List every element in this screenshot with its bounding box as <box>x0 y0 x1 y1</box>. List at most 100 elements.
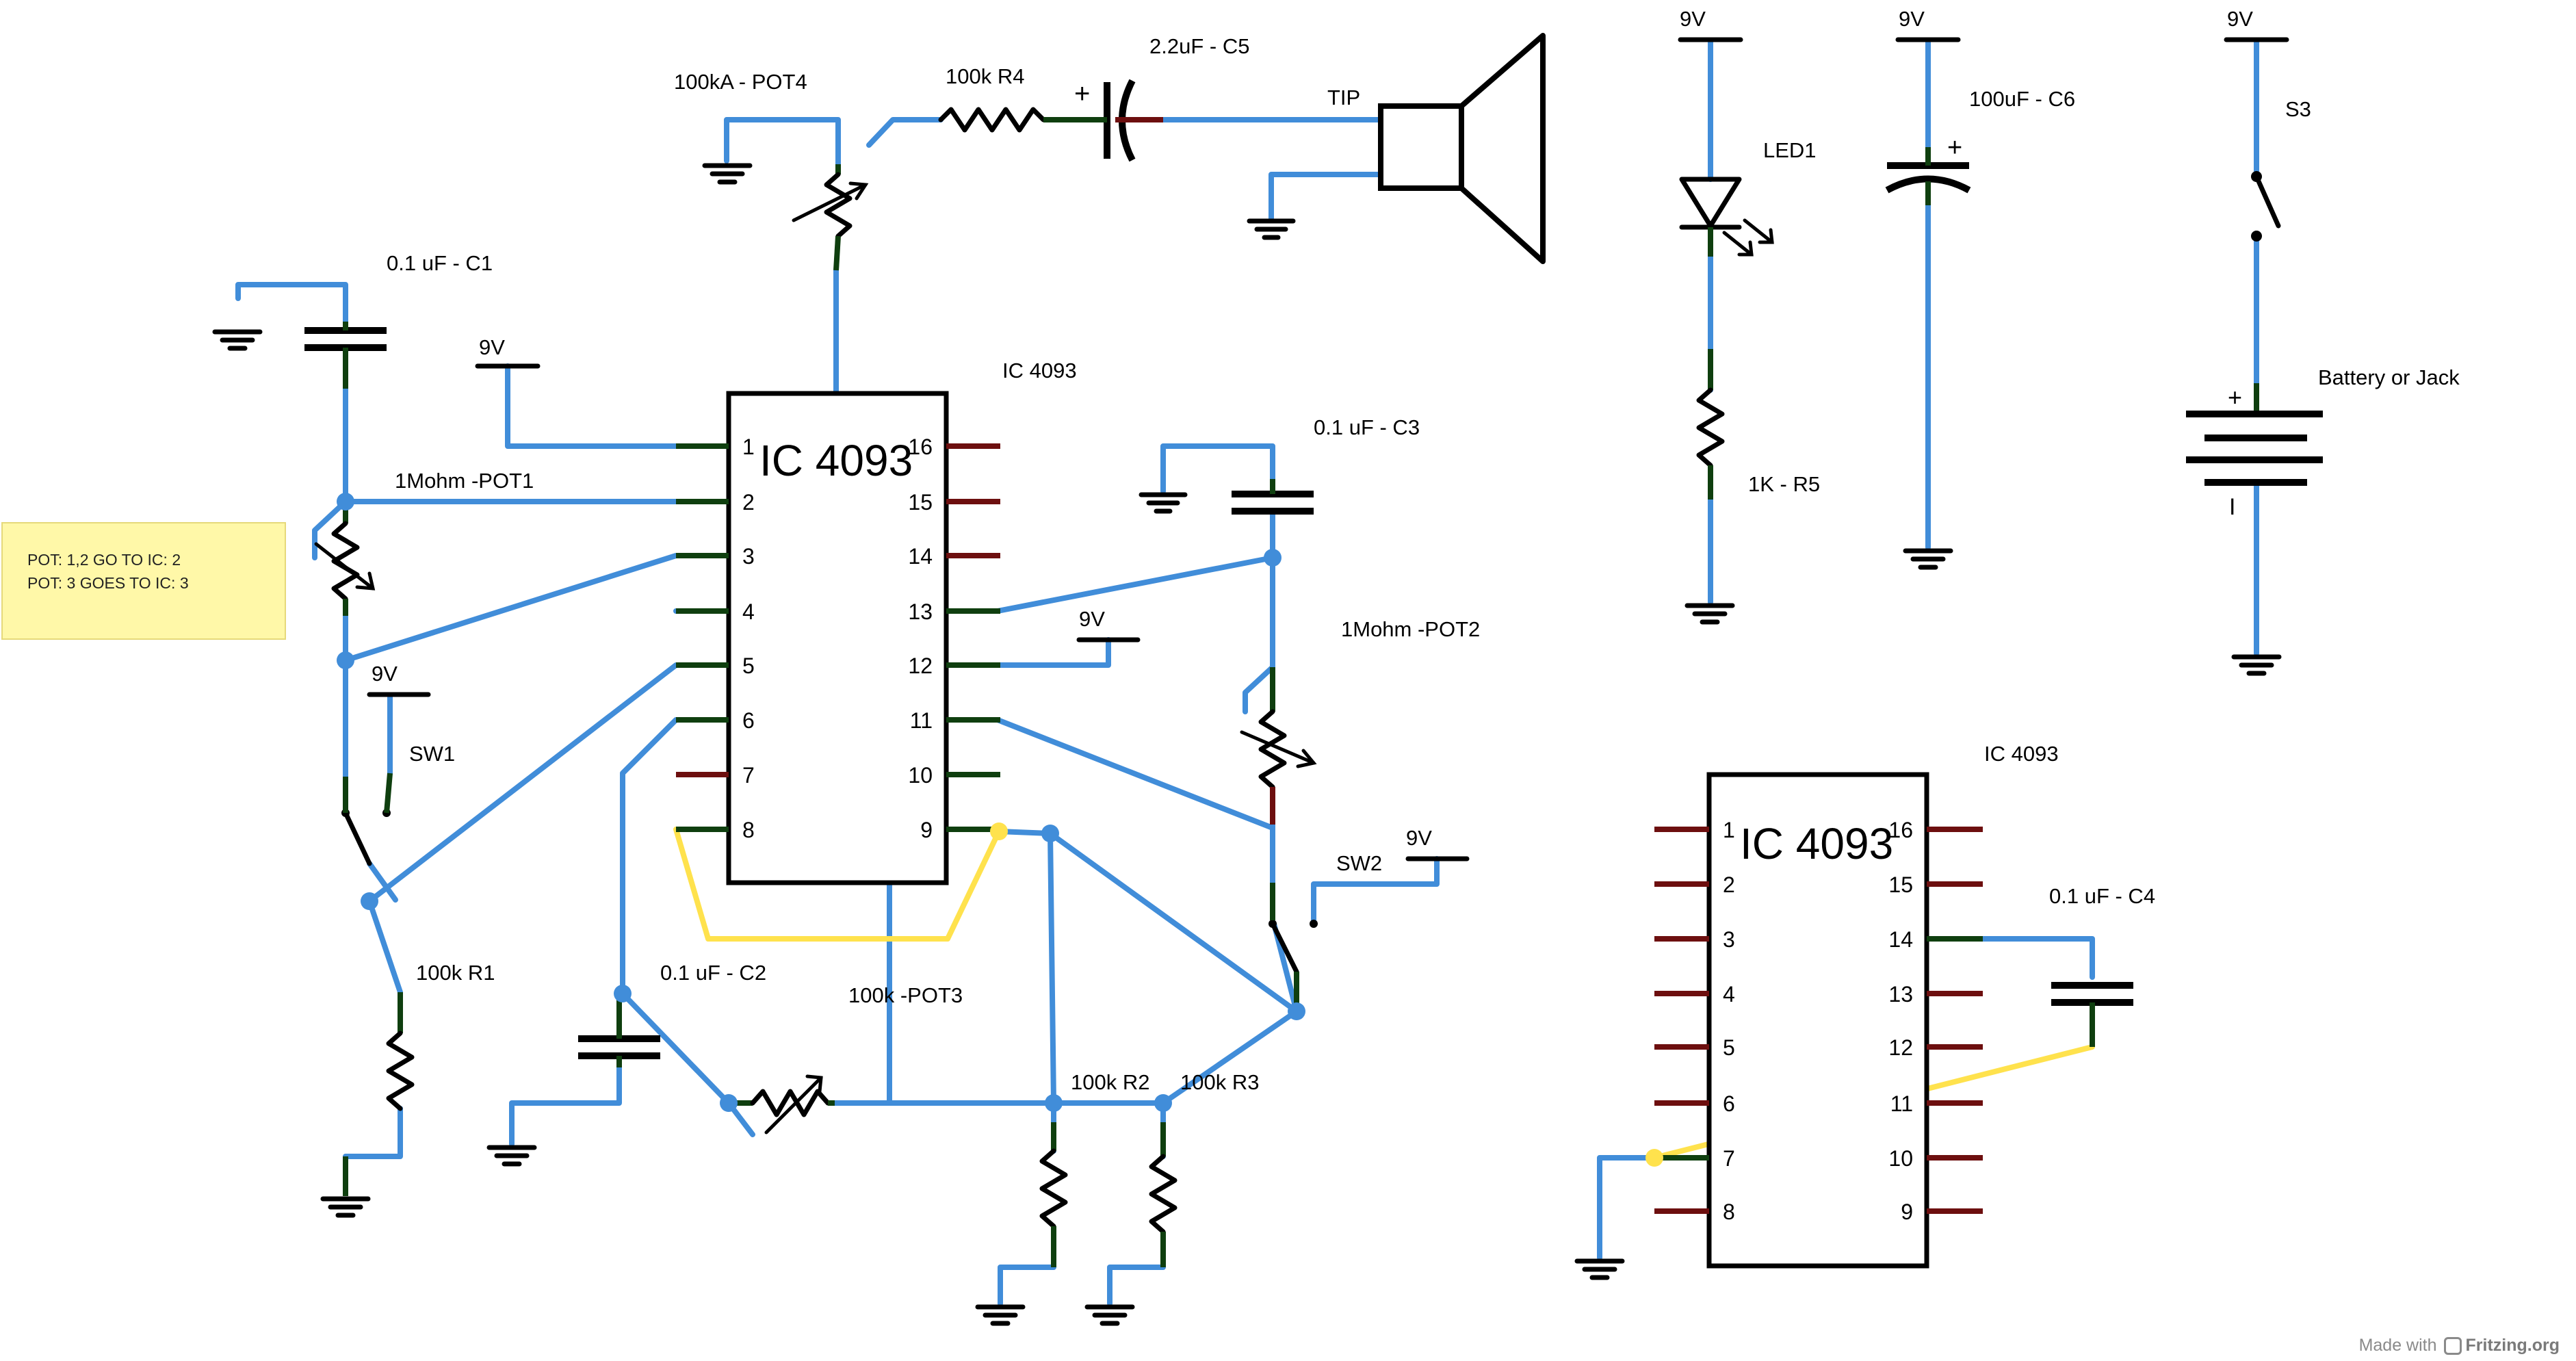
ic1-pin-15: 15 <box>908 490 933 515</box>
fritzing-credit: Made with Fritzing.org <box>2359 1336 2560 1356</box>
ic2-pin-6: 6 <box>1723 1091 1735 1116</box>
ic2-pin-10: 10 <box>1888 1146 1913 1171</box>
switch-sw1 <box>341 773 393 866</box>
c5-plus-label: + <box>1074 79 1090 109</box>
label-9v-batt: 9V <box>2227 7 2253 31</box>
label-c2: 0.1 uF - C2 <box>660 961 766 985</box>
label-c5: 2.2uF - C5 <box>1149 34 1249 58</box>
switch-s3 <box>2251 171 2281 242</box>
ic1-pin-11: 11 <box>910 708 933 733</box>
ic2-pin-11: 11 <box>1890 1091 1913 1116</box>
supply-rails <box>367 37 2289 861</box>
label-r5: 1K - R5 <box>1748 472 1820 496</box>
ic2-pin-14: 14 <box>1888 927 1913 952</box>
label-c4: 0.1 uF - C4 <box>2049 884 2155 908</box>
ic2-pin-2: 2 <box>1723 872 1735 897</box>
ic2-pin-9: 9 <box>1901 1200 1913 1224</box>
label-9v-sw2: 9V <box>1406 826 1432 850</box>
note-line-1: POT: 1,2 GO TO IC: 2 <box>27 551 181 569</box>
resistor-r3 <box>1149 1122 1178 1267</box>
battery-plus-label: + <box>2228 383 2242 411</box>
ic2-pin-8: 8 <box>1723 1200 1735 1224</box>
wires <box>235 38 2259 1306</box>
ic1-chip: IC 4093 1 2 3 4 5 6 7 8 9 10 11 12 13 14… <box>676 391 1000 885</box>
ic1-pin-6: 6 <box>742 708 755 733</box>
ic1-pin-7: 7 <box>742 763 755 788</box>
ic1-pin-14: 14 <box>908 544 933 569</box>
capacitor-c6: + <box>1885 133 1971 205</box>
battery-minus-label: I <box>2229 494 2235 520</box>
label-r3: 100k R3 <box>1180 1070 1259 1094</box>
label-r2: 100k R2 <box>1071 1070 1149 1094</box>
label-9v-c6: 9V <box>1899 7 1925 31</box>
capacitor-c1 <box>304 322 387 389</box>
led1-symbol <box>1679 177 1774 257</box>
ground-symbols <box>212 163 2282 1326</box>
label-pot4: 100kA - POT4 <box>674 70 807 94</box>
label-ic1: IC 4093 <box>1002 359 1077 383</box>
ic1-pin-3: 3 <box>742 544 755 569</box>
capacitor-c2 <box>578 996 660 1067</box>
label-9v-pin12: 9V <box>1079 607 1105 631</box>
ic2-pin-4: 4 <box>1723 982 1735 1007</box>
resistor-r2 <box>1039 1122 1068 1267</box>
ic2-pin-3: 3 <box>1723 927 1735 952</box>
potentiometer-pot4 <box>792 164 869 271</box>
sticky-note[interactable]: POT: 1,2 GO TO IC: 2 POT: 3 GOES TO IC: … <box>1 522 286 640</box>
label-r4: 100k R4 <box>946 64 1024 88</box>
ic2-pin-16: 16 <box>1888 818 1913 842</box>
credit-brand: Fritzing.org <box>2465 1336 2560 1355</box>
label-pot3: 100k -POT3 <box>848 983 963 1007</box>
label-sw2: SW2 <box>1336 851 1382 875</box>
ic2-pin-15: 15 <box>1888 872 1913 897</box>
label-tip: TIP <box>1327 86 1360 109</box>
label-s3: S3 <box>2285 97 2311 121</box>
ic1-pin-2: 2 <box>742 490 755 515</box>
ic2-pin-13: 13 <box>1888 982 1913 1007</box>
speaker-symbol <box>1378 33 1546 264</box>
label-r1: 100k R1 <box>416 961 495 985</box>
label-pot1: 1Mohm -POT1 <box>395 469 534 493</box>
ic1-pin-1: 1 <box>742 435 755 459</box>
ic2-body-label: IC 4093 <box>1740 819 1893 868</box>
ic1-pin-13: 13 <box>908 599 933 624</box>
label-9v-ic1: 9V <box>479 335 505 359</box>
capacitor-c3 <box>1232 479 1314 515</box>
ic2-pin-1: 1 <box>1723 818 1735 842</box>
resistor-r4 <box>938 107 1054 133</box>
label-c3: 0.1 uF - C3 <box>1314 415 1420 439</box>
ic1-pin-9: 9 <box>920 818 933 842</box>
ic2-pin-5: 5 <box>1723 1035 1735 1060</box>
label-ic2: IC 4093 <box>1984 742 2059 766</box>
label-led1: LED1 <box>1763 138 1817 162</box>
label-pot2: 1Mohm -POT2 <box>1341 617 1480 641</box>
ic2-chip: IC 4093 1 2 3 4 5 6 7 8 9 10 11 12 13 14… <box>1654 772 1983 1269</box>
credit-made-with: Made with <box>2358 1336 2437 1355</box>
resistor-r1 <box>386 992 415 1111</box>
label-9v-sw1: 9V <box>372 662 398 686</box>
ic1-body-label: IC 4093 <box>759 436 913 485</box>
label-c6: 100uF - C6 <box>1969 87 2075 111</box>
ic2-pin-12: 12 <box>1888 1035 1913 1060</box>
ic1-pin-10: 10 <box>908 763 933 788</box>
battery-symbol: + I <box>2186 383 2323 520</box>
label-9v-led: 9V <box>1680 7 1706 31</box>
component-labels: 100kA - POT4 100k R4 2.2uF - C5 TIP 0.1 … <box>372 7 2460 1094</box>
potentiometer-pot2 <box>1240 667 1317 825</box>
capacitor-c4 <box>2051 982 2133 1047</box>
ic1-pin-5: 5 <box>742 653 755 678</box>
capacitor-c5: + <box>1054 79 1163 162</box>
potentiometer-pot1 <box>314 502 376 616</box>
ic1-pin-12: 12 <box>908 653 933 678</box>
label-c1: 0.1 uF - C1 <box>387 251 493 275</box>
c6-plus-label: + <box>1947 133 1962 162</box>
ic1-pin-16: 16 <box>908 435 933 459</box>
ic2-pin-7: 7 <box>1723 1146 1735 1171</box>
junction-dots <box>337 493 1663 1167</box>
label-battery: Battery or Jack <box>2318 365 2460 389</box>
ic1-pin-4: 4 <box>742 599 755 624</box>
resistor-r5 <box>1696 349 1725 500</box>
label-sw1: SW1 <box>409 742 455 766</box>
ic1-pin-8: 8 <box>742 818 755 842</box>
